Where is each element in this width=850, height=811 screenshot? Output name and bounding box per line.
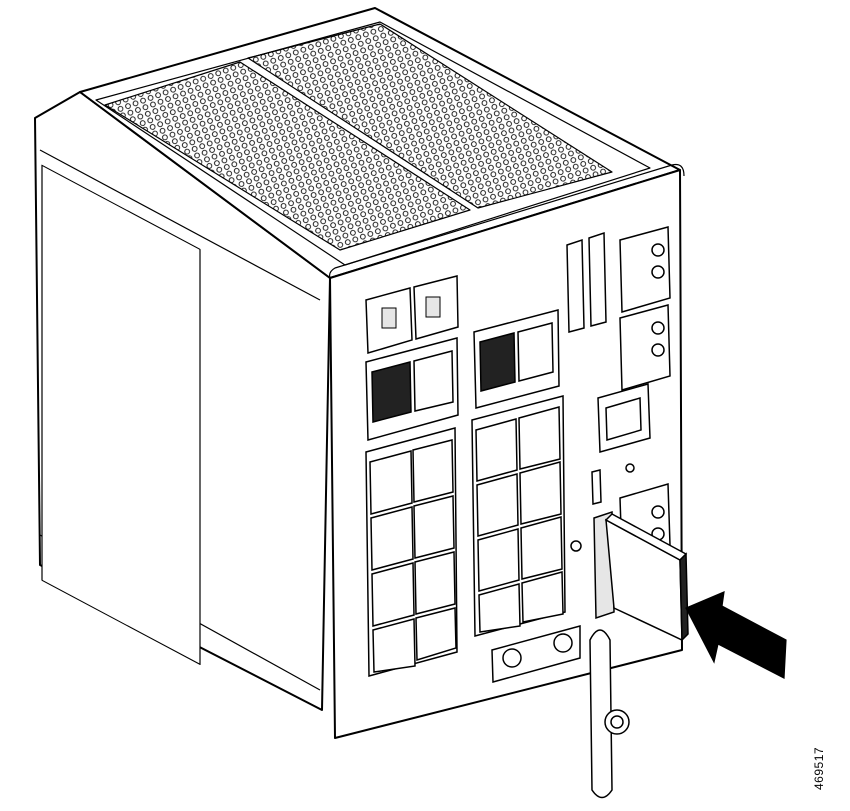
label-slot-1 — [566, 238, 585, 333]
label-slot-2 — [588, 231, 607, 327]
uplink-port-3 — [479, 332, 516, 392]
sfp-port-group — [365, 275, 459, 354]
sd-card — [593, 510, 689, 642]
uplink-port-2 — [413, 350, 454, 412]
ethernet-port-block-left — [365, 427, 458, 677]
top-vent-right — [247, 23, 613, 209]
side-label-recess — [41, 164, 201, 666]
din-rail-latch — [589, 629, 630, 799]
insert-direction-arrow — [685, 591, 787, 679]
top-vent-left — [104, 61, 471, 251]
ethernet-port-block-right — [471, 395, 566, 637]
ground-screw-plate — [491, 625, 581, 683]
uplink-port-group — [365, 309, 560, 441]
switch-chassis — [34, 7, 685, 739]
figure-id-label: 469517 — [812, 746, 826, 790]
uplink-port-1 — [371, 361, 412, 423]
uplink-port-4 — [517, 322, 554, 382]
